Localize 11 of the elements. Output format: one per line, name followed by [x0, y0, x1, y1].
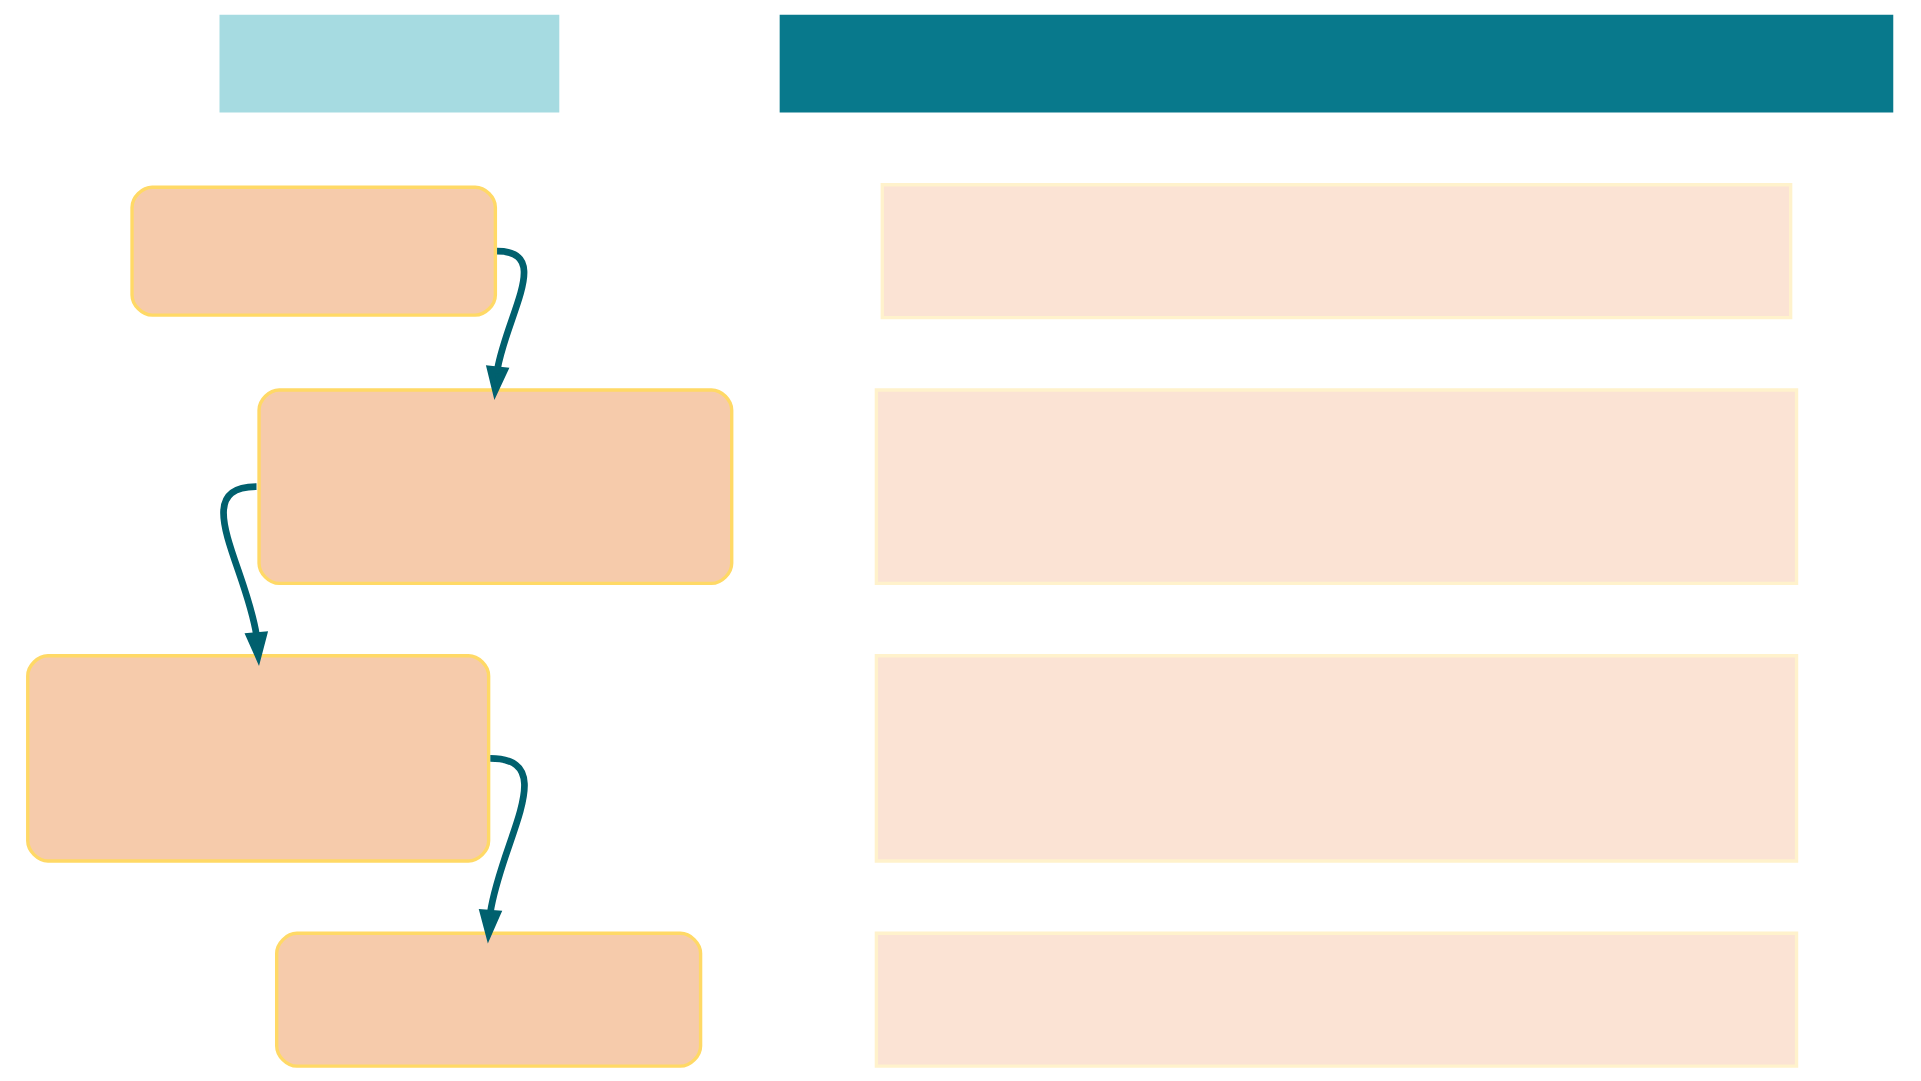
- node-box: [130, 185, 498, 317]
- node-box: [257, 388, 734, 586]
- node-box: [275, 931, 703, 1068]
- node-box: [874, 654, 1799, 863]
- node-bar: [779, 14, 1894, 113]
- node-box: [874, 388, 1799, 586]
- node-bar: [219, 14, 560, 113]
- arrow: [485, 247, 528, 401]
- node-box: [874, 931, 1799, 1068]
- node-box: [26, 654, 491, 863]
- node-box: [880, 183, 1793, 320]
